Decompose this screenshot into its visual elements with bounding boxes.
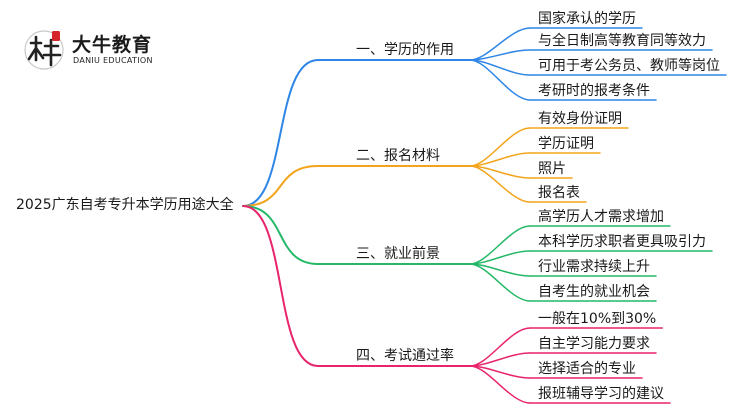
leaf-label: 自主学习能力要求 (538, 336, 650, 352)
leaf-label: 高学历人才需求增加 (538, 209, 664, 225)
leaf-connector (469, 263, 531, 302)
leaf-label: 报班辅导学习的建议 (538, 386, 664, 402)
logo-name-en: DANIU EDUCATION (73, 56, 153, 65)
leaf-label: 一般在10%到30% (538, 311, 657, 327)
root-topic: 2025广东自考专升本学历用途大全 (16, 197, 234, 213)
leaf-label: 本科学历求职者更具吸引力 (538, 234, 706, 250)
leaf-connector (469, 225, 531, 265)
leaf-label: 国家承认的学历 (538, 11, 636, 27)
leaf-label: 考研时的报考条件 (538, 83, 650, 99)
leaf-label: 报名表 (538, 185, 580, 201)
branch-connector (242, 205, 319, 367)
leaf-label: 可用于考公务员、教师等岗位 (538, 58, 720, 74)
branch-connector (242, 59, 319, 207)
logo-name-cn: 大牛教育 (72, 34, 153, 56)
brand-logo: 大牛教育 DANIU EDUCATION (22, 28, 172, 72)
branch-label: 二、报名材料 (356, 148, 440, 164)
branch-connector (242, 165, 319, 207)
logo-mark-icon (24, 30, 64, 70)
leaf-label: 选择适合的专业 (538, 361, 636, 377)
leaf-connector (469, 327, 531, 367)
leaf-label: 自考生的就业机会 (538, 284, 650, 300)
branch-label: 四、考试通过率 (356, 348, 454, 364)
leaf-connector (469, 49, 531, 61)
leaf-label: 与全日制高等教育同等效力 (538, 33, 706, 49)
leaf-connector (469, 365, 531, 404)
branch-label: 三、就业前景 (356, 246, 440, 262)
leaf-connector (469, 59, 531, 101)
branch-connector (242, 205, 319, 265)
leaf-label: 照片 (538, 161, 566, 177)
leaf-connector (469, 165, 531, 203)
leaf-label: 有效身份证明 (538, 111, 622, 127)
leaf-label: 行业需求持续上升 (538, 259, 650, 275)
branch-label: 一、学历的作用 (356, 42, 454, 58)
leaf-label: 学历证明 (538, 136, 594, 152)
leaf-connector (469, 127, 531, 167)
